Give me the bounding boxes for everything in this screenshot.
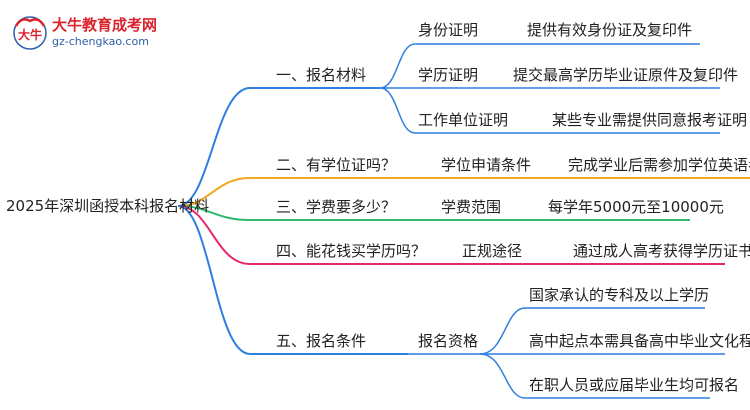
link-b5-leaf3 [479, 353, 710, 399]
branch-materials[interactable]: 一、报名材料 [276, 66, 367, 84]
link-b5-leaf1 [479, 307, 705, 355]
site-logo[interactable]: 大牛 大牛教育成考网 gz-chengkao.com [10, 12, 180, 56]
leaf-identity: 提供有效身份证及复印件 [527, 21, 693, 39]
root-topic[interactable]: 2025年深圳函授本科报名材料 [6, 197, 210, 215]
node-degree-condition[interactable]: 学位申请条件 [441, 156, 532, 174]
logo-title: 大牛教育成考网 [52, 16, 158, 34]
node-eligibility[interactable]: 报名资格 [418, 332, 479, 350]
leaf-degree-condition: 完成学业后需参加学位英语考试 [568, 156, 750, 174]
link-root-branch1 [177, 87, 380, 207]
link-root-branch2 [177, 177, 750, 207]
node-legit-route[interactable]: 正规途径 [462, 242, 523, 260]
node-tuition-range[interactable]: 学费范围 [441, 198, 502, 216]
branch-buy-degree[interactable]: 四、能花钱买学历吗？ [276, 242, 427, 260]
branch-degree[interactable]: 二、有学位证吗？ [276, 156, 397, 174]
node-education[interactable]: 学历证明 [418, 66, 479, 84]
node-identity[interactable]: 身份证明 [418, 21, 479, 39]
branch-conditions[interactable]: 五、报名条件 [276, 332, 367, 350]
link-root-branch4 [177, 205, 725, 265]
logo-url: gz-chengkao.com [52, 35, 149, 48]
node-employer[interactable]: 工作单位证明 [418, 111, 509, 129]
bull-logo-icon: 大牛 [13, 16, 47, 50]
link-b1-identity [379, 43, 700, 89]
branch-tuition[interactable]: 三、学费要多少？ [276, 198, 397, 216]
leaf-employer: 某些专业需提供同意报考证明 [552, 111, 748, 129]
leaf-legit-route: 通过成人高考获得学历证书 [573, 242, 750, 260]
leaf-eligibility-3: 在职人员或应届毕业生均可报名 [529, 376, 740, 394]
leaf-eligibility-1: 国家承认的专科及以上学历 [529, 286, 710, 304]
link-root-branch5 [177, 205, 408, 355]
link-root-branch3 [177, 205, 690, 221]
leaf-education: 提交最高学历毕业证原件及复印件 [513, 66, 739, 84]
leaf-tuition-range: 每学年5000元至10000元 [548, 198, 724, 216]
logo-mark-text: 大牛 [18, 27, 42, 42]
leaf-eligibility-2: 高中起点本需具备高中毕业文化程度 [529, 332, 750, 350]
link-b1-employer [379, 87, 720, 134]
